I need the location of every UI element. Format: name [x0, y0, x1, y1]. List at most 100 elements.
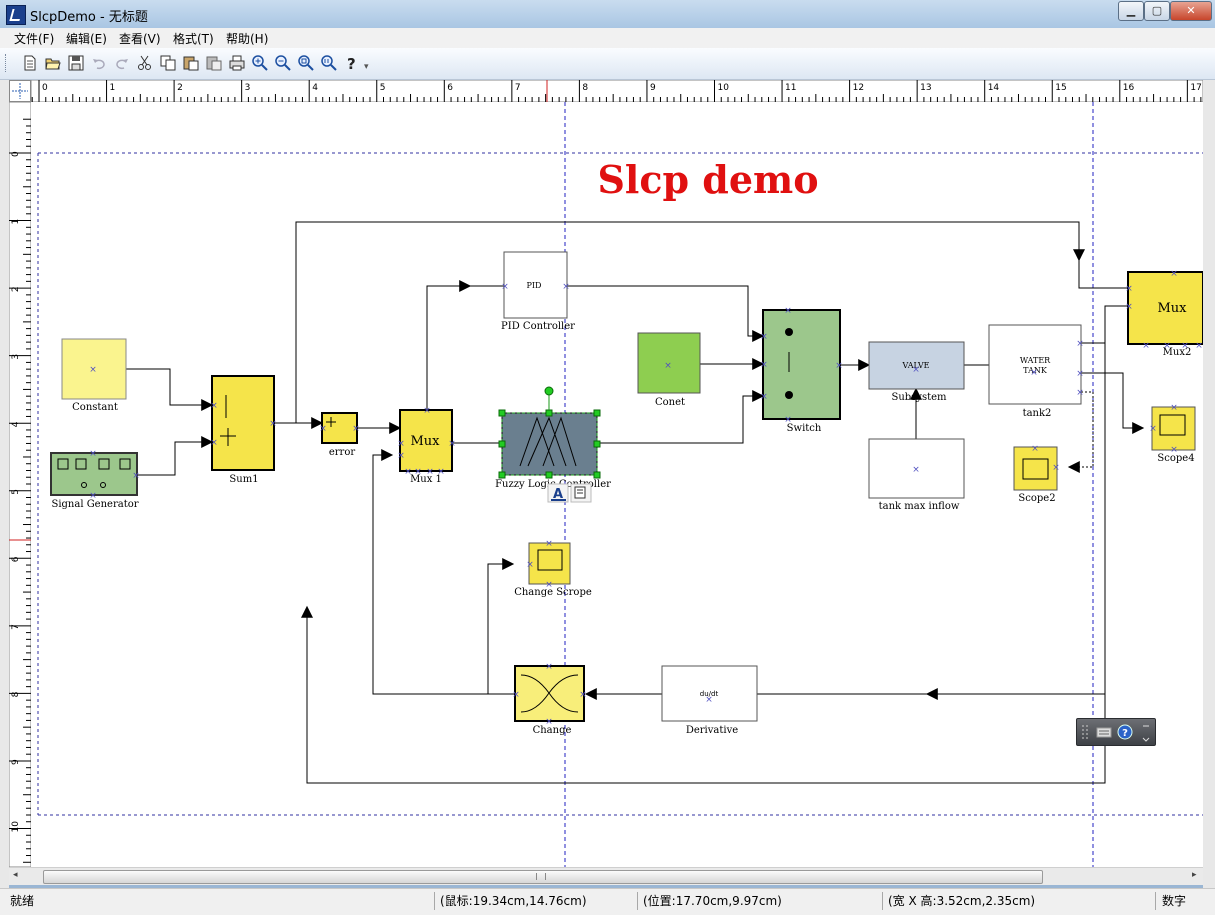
svg-text:×: ×	[397, 439, 405, 449]
scroll-right-icon[interactable]: ▸	[1192, 870, 1197, 880]
title-bar[interactable]: SlcpDemo - 无标题 ▁ ▢ ✕	[0, 0, 1215, 28]
zoom-in-icon[interactable]	[251, 54, 269, 72]
svg-text:×: ×	[1125, 302, 1133, 312]
ruler-label: 10	[718, 83, 730, 93]
svg-text:×: ×	[89, 449, 97, 459]
zoom-fit-icon[interactable]	[297, 54, 315, 72]
svg-text:×: ×	[89, 491, 97, 501]
redo-icon[interactable]	[113, 54, 131, 72]
menu-format[interactable]: 格式(T)	[173, 32, 214, 46]
undo-icon[interactable]	[90, 54, 108, 72]
help-icon[interactable]: ?	[343, 54, 361, 73]
keyboard-icon[interactable]	[1096, 727, 1112, 738]
svg-text:×: ×	[545, 539, 553, 549]
status-object-position: (位置:17.70cm,9.97cm)	[643, 894, 782, 908]
block-pid-controller[interactable]: PID PID Controller	[501, 251, 575, 332]
palette-options-icon[interactable]	[1142, 725, 1150, 742]
block-switch[interactable]: Switch	[762, 309, 841, 434]
status-ready: 就绪	[10, 894, 35, 908]
block-scope2[interactable]: Scope2	[1013, 446, 1058, 504]
scroll-left-icon[interactable]: ◂	[13, 870, 18, 880]
copy-icon[interactable]	[159, 54, 177, 72]
print-icon[interactable]	[228, 54, 246, 72]
block-diagram[interactable]: Slcp demo	[31, 102, 1203, 867]
block-conet[interactable]: × Conet	[637, 332, 701, 408]
selection-handles[interactable]	[498, 409, 601, 479]
diagram-canvas[interactable]: Slcp demo	[31, 102, 1203, 867]
block-error[interactable]: error	[321, 412, 358, 458]
svg-text:×: ×	[269, 419, 277, 429]
toolbar-grip[interactable]	[5, 54, 9, 72]
svg-text:×: ×	[705, 695, 713, 705]
svg-text:×: ×	[760, 360, 768, 370]
maximize-button[interactable]: ▢	[1144, 1, 1170, 21]
block-mux2[interactable]: Mux Mux2	[1127, 271, 1203, 358]
toolbar-overflow-icon[interactable]: ▾	[364, 62, 369, 72]
svg-text:×: ×	[526, 560, 534, 570]
ruler-label: 8	[11, 691, 21, 697]
new-icon[interactable]	[21, 54, 39, 72]
label-conet: Conet	[655, 397, 685, 408]
label-pid-controller: PID Controller	[501, 321, 575, 332]
open-icon[interactable]	[44, 54, 62, 72]
block-change-scope[interactable]: Change Scrope	[514, 542, 592, 598]
palette-grip-icon[interactable]	[1082, 725, 1088, 739]
floating-palette[interactable]: ?	[1076, 718, 1156, 746]
ruler-label: 1	[110, 83, 116, 93]
block-sum1[interactable]: Sum1	[211, 375, 275, 485]
close-button[interactable]: ✕	[1170, 1, 1212, 21]
block-properties-icon[interactable]	[570, 483, 592, 503]
block-constant[interactable]: × Constant	[61, 338, 127, 413]
left-frame	[0, 80, 9, 888]
ruler-origin-button[interactable]	[9, 80, 31, 102]
text-format-icon[interactable]: A	[547, 483, 569, 503]
svg-text:×: ×	[784, 415, 792, 425]
ruler-label: 7	[515, 83, 521, 93]
block-derivative[interactable]: du/dt Derivative	[661, 665, 758, 736]
label-scope4: Scope4	[1157, 453, 1194, 464]
block-fuzzy-logic-controller[interactable]: Fuzzy Logic Controller	[495, 386, 611, 490]
block-signal-generator[interactable]: Signal Generator	[50, 452, 139, 510]
label-switch: Switch	[787, 423, 822, 434]
ruler-label: 9	[650, 83, 656, 93]
minimize-button[interactable]: ▁	[1118, 1, 1144, 21]
valve-text: VALVE	[902, 361, 930, 370]
menu-help[interactable]: 帮助(H)	[226, 32, 269, 46]
help-circle-icon[interactable]: ?	[1117, 724, 1133, 740]
ruler-label: 0	[42, 83, 48, 93]
svg-text:×: ×	[1052, 463, 1060, 473]
block-mux1[interactable]: Mux Mux 1	[399, 409, 453, 485]
paste-special-icon[interactable]	[205, 54, 223, 72]
svg-text:×: ×	[545, 662, 553, 672]
menu-view[interactable]: 查看(V)	[119, 32, 161, 46]
water-text: WATER	[1020, 356, 1051, 365]
cut-icon[interactable]	[136, 54, 154, 72]
menu-file[interactable]: 文件(F)	[14, 32, 55, 46]
diagram-title[interactable]: Slcp demo	[597, 157, 818, 202]
block-tank2[interactable]: WATER TANK tank2	[988, 324, 1082, 419]
svg-text:×: ×	[760, 332, 768, 342]
page-boundary	[37, 152, 1203, 816]
block-tank-max-inflow[interactable]: × tank max inflow	[868, 438, 965, 512]
svg-text:×: ×	[579, 690, 587, 700]
paste-icon[interactable]	[182, 54, 200, 72]
scrollbar-thumb[interactable]	[43, 870, 1043, 884]
menu-edit[interactable]: 编辑(E)	[66, 32, 107, 46]
svg-text:×: ×	[1170, 403, 1178, 413]
svg-text:×: ×	[1031, 444, 1039, 454]
block-scope4[interactable]: Scope4	[1151, 406, 1196, 464]
svg-text:×: ×	[404, 467, 412, 477]
svg-text:×: ×	[448, 439, 456, 449]
block-subsystem[interactable]: VALVE Subsystem	[868, 341, 965, 403]
zoom-100-icon[interactable]	[320, 54, 338, 72]
rotate-handle[interactable]	[544, 386, 554, 396]
block-change[interactable]: Change	[514, 665, 585, 736]
ruler-label: 4	[312, 83, 318, 93]
svg-text:×: ×	[414, 467, 422, 477]
horizontal-scrollbar[interactable]: ◂ ▸	[9, 867, 1203, 885]
ruler-label: 14	[988, 83, 1000, 93]
zoom-out-icon[interactable]	[274, 54, 292, 72]
save-icon[interactable]	[67, 54, 85, 72]
